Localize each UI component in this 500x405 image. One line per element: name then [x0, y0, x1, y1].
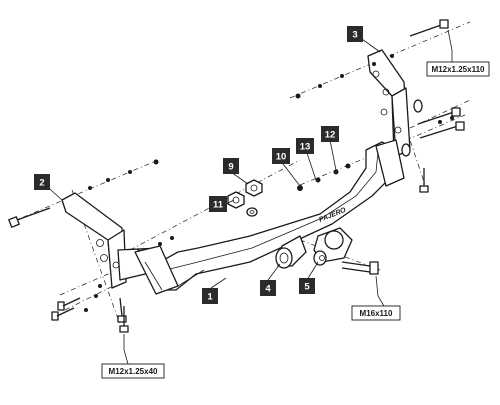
bolt-left-vertical-1	[117, 297, 127, 323]
nut-part-11	[227, 191, 245, 209]
bolt-right-mid-2	[419, 121, 465, 139]
callout-part-13: 13	[296, 138, 314, 154]
spec-label-ball-bolt: M16x110	[351, 305, 401, 321]
callout-part-12: 12	[321, 126, 339, 142]
callout-label: 9	[228, 162, 233, 173]
washer-part-11	[246, 207, 258, 217]
nut-part-9	[245, 179, 263, 197]
callout-label: 10	[276, 152, 287, 163]
callout-part-1: 1	[202, 288, 218, 304]
callout-label: 11	[213, 200, 224, 211]
part-callouts: 1 2 3 4 5 9 10 11	[34, 26, 363, 304]
callout-label: 12	[325, 130, 336, 141]
tow-bar-crossbar: PAJERO	[134, 139, 405, 295]
callout-part-4: 4	[260, 280, 276, 296]
callout-part-9: 9	[223, 158, 239, 174]
spec-label-left-bracket-bolt: M12x1.25x40	[101, 363, 165, 379]
spec-text: M16x110	[360, 309, 393, 318]
callout-part-11: 11	[209, 196, 227, 212]
callout-label: 2	[39, 178, 44, 189]
callout-part-3: 3	[347, 26, 363, 42]
tow-ball-assembly	[275, 227, 353, 269]
callout-label: 3	[352, 30, 357, 41]
bolt-spec-labels: M12x1.25x110 M12x1.25x40 M16x110	[101, 61, 490, 379]
bolt-right-vertical	[419, 168, 429, 193]
bolt-left-vertical-2	[119, 306, 129, 333]
bolt-ball-m16	[341, 261, 379, 275]
spec-text: M12x1.25x110	[432, 65, 485, 74]
bolt-left-lower-2	[51, 307, 75, 321]
bolt-right-mid-1	[417, 107, 461, 125]
spec-label-right-bracket-bolt: M12x1.25x110	[426, 61, 490, 77]
washer-right-bracket	[401, 99, 423, 157]
bolt-right-upper	[409, 19, 449, 37]
callout-label: 4	[265, 284, 271, 295]
callout-part-10: 10	[272, 148, 290, 164]
bolt-left-lower-1	[57, 297, 81, 311]
nuts-and-washers	[84, 54, 454, 312]
callout-part-2: 2	[34, 174, 50, 190]
callout-part-5: 5	[299, 278, 315, 294]
washer-small-set	[84, 54, 454, 312]
bolts	[8, 19, 465, 333]
bolt-left-upper	[8, 207, 51, 228]
spec-text: M12x1.25x40	[109, 367, 158, 376]
callout-label: 5	[304, 282, 310, 293]
callout-label: 1	[207, 292, 213, 303]
callout-label: 13	[300, 142, 311, 153]
